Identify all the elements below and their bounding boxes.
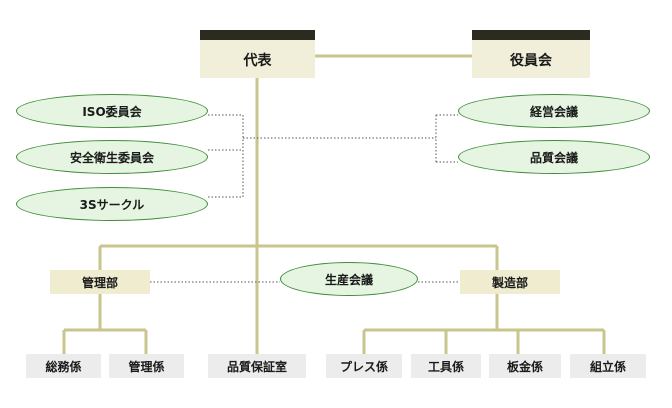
committee-safety-label: 安全衛生委員会 [69,150,154,165]
production-meeting: 生産会議 [280,262,418,296]
committee-iso: ISO委員会 [16,94,208,128]
department-manufacturing: 製造部 [460,270,560,294]
meeting-management: 経営会議 [458,94,650,128]
department-management: 管理部 [50,270,150,294]
section-press: プレス係 [326,354,402,378]
board-label: 役員会 [510,53,552,69]
representative-box: 代表 [200,30,315,78]
representative-label: 代表 [243,53,272,69]
section-sheet-metal: 板金係 [489,354,561,378]
committee-3s-label: 3Sサークル [79,197,145,212]
section-general-affairs: 総務係 [26,354,101,378]
section-quality-office: 品質保証室 [208,354,306,378]
department-management-label: 管理部 [81,275,118,290]
department-manufacturing-label: 製造部 [491,275,528,290]
section-quality-office-label: 品質保証室 [226,359,287,374]
meeting-management-label: 経営会議 [529,104,578,119]
board-box: 役員会 [472,30,590,78]
section-sheet-metal-label: 板金係 [506,359,543,374]
committee-safety: 安全衛生委員会 [16,140,208,174]
committee-iso-label: ISO委員会 [82,104,142,119]
meeting-quality: 品質会議 [458,140,650,174]
production-meeting-label: 生産会議 [324,272,373,287]
section-press-label: プレス係 [339,359,388,374]
section-tooling-label: 工具係 [427,359,464,374]
section-assembly: 組立係 [570,354,646,378]
section-general-affairs-label: 総務係 [45,359,82,374]
section-management-label: 管理係 [128,359,165,374]
section-assembly-label: 組立係 [589,359,626,374]
section-management: 管理係 [109,354,184,378]
meeting-quality-label: 品質会議 [529,150,578,165]
section-tooling: 工具係 [411,354,481,378]
committee-3s: 3Sサークル [16,187,208,221]
